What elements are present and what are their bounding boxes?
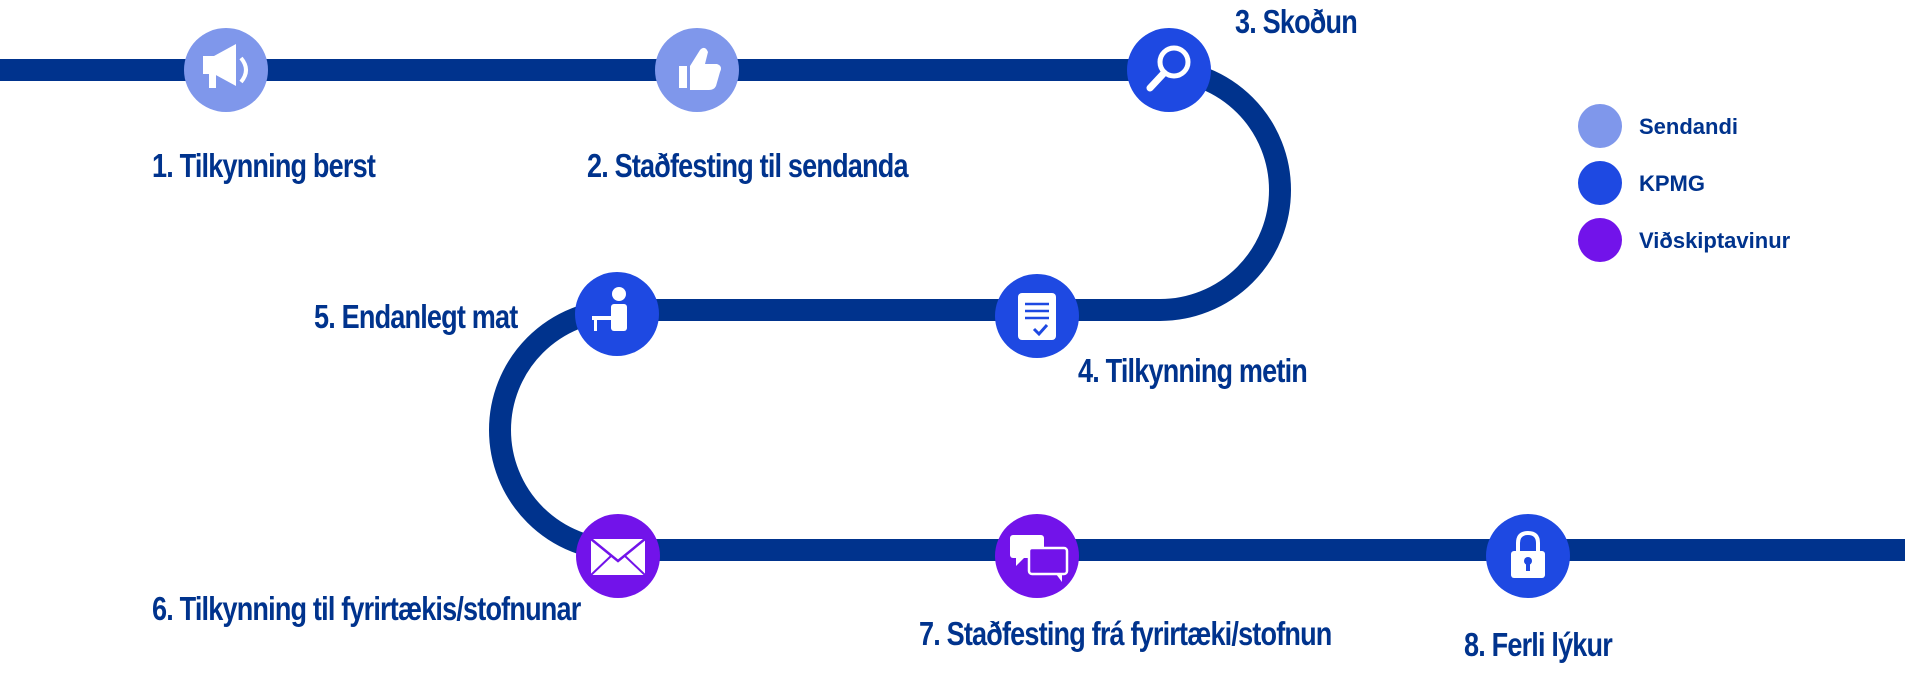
envelope-icon (590, 538, 646, 576)
step-node-4 (995, 274, 1079, 358)
legend-dot-kpmg (1578, 161, 1622, 205)
step-label-1: 1. Tilkynning berst (152, 147, 376, 184)
megaphone-icon (203, 44, 248, 88)
chat-bubbles-icon (1010, 535, 1069, 582)
legend-dot-sendandi (1578, 104, 1622, 148)
step-label-4: 4. Tilkynning metin (1078, 352, 1308, 389)
checklist-document-icon (1018, 293, 1056, 340)
step-node-2 (655, 28, 739, 112)
legend-label-vidskiptavinur: Viðskiptavinur (1639, 228, 1791, 253)
padlock-icon (1511, 530, 1545, 578)
thumbs-up-icon (679, 47, 721, 90)
person-at-desk-icon (592, 287, 627, 331)
step-label-7: 7. Staðfesting frá fyrirtæki/stofnun (919, 615, 1332, 652)
step-label-6: 6. Tilkynning til fyrirtækis/stofnunar (152, 590, 581, 627)
step-label-3: 3. Skoðun (1235, 3, 1358, 40)
step-node-3 (1127, 28, 1211, 112)
step-label-8: 8. Ferli lýkur (1464, 626, 1613, 663)
step-label-2: 2. Staðfesting til sendanda (587, 147, 909, 184)
legend-dot-vidskiptavinur (1578, 218, 1622, 262)
step-node-6 (576, 514, 660, 598)
track-path (0, 59, 1905, 561)
step-node-5 (575, 272, 659, 356)
step-node-3-circle (1127, 28, 1211, 112)
step-label-5: 5. Endanlegt mat (314, 298, 518, 335)
legend-label-sendandi: Sendandi (1639, 114, 1739, 139)
step-node-7 (995, 514, 1079, 598)
magnifier-icon (1146, 45, 1191, 92)
step-node-1 (184, 28, 268, 112)
legend-label-kpmg: KPMG (1639, 171, 1705, 196)
step-node-8 (1486, 514, 1570, 598)
